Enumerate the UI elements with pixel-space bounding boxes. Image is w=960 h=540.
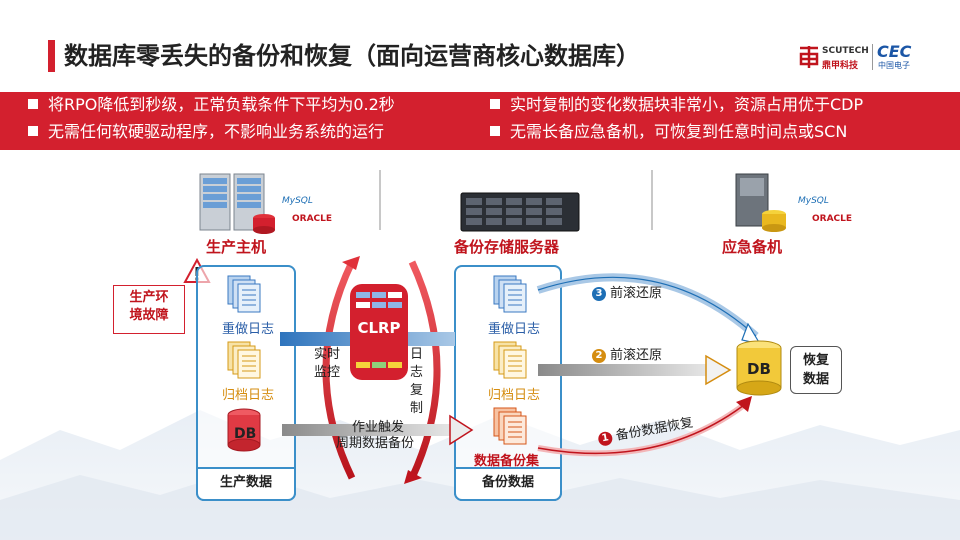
realtime-monitor-label: 实时监控 [314,347,341,380]
production-db-icon [227,408,261,452]
oracle-logo: ORACLE [812,214,853,224]
logo-cec-subtext: 中国电子 [878,61,910,70]
backup-archive-log-icon [493,341,527,379]
clrp-label: CLRP [357,319,401,337]
company-logo: SCUTECH 鼎甲科技 CEC 中国电子 [798,42,918,72]
title-accent-bar [48,40,55,72]
feature-bullet: 将RPO降低到秒级，正常负载条件下平均为0.2秒 [28,94,395,116]
feature-bullet: 无需任何软硬驱动程序，不影响业务系统的运行 [28,121,384,143]
log-copy-label: 日志复制 [410,347,424,416]
mysql-logo: MySQL [798,196,829,206]
logo-cec-text: CEC [877,42,912,61]
page-title: 数据库零丢失的备份和恢复（面向运营商核心数据库） [64,42,640,70]
section-divider [379,170,381,230]
oracle-logo: ORACLE [292,214,333,224]
archive-log-icon [227,341,261,379]
production-data-footer: 生产数据 [196,467,296,501]
restore-db-icon [736,340,782,396]
dingjia-logo-icon [799,46,819,68]
standby-server-icon [735,173,786,232]
feature-band [0,92,960,150]
production-host-label: 生产主机 [206,238,267,256]
production-redo-log-label: 重做日志 [222,322,275,337]
production-archive-log-label: 归档日志 [222,388,275,403]
redo-log-icon [227,275,261,313]
backup-set-label: 数据备份集 [474,454,540,469]
logo-scutech-text: SCUTECH [822,46,869,56]
production-db-label: DB [234,426,257,442]
step-number-badge: 2 [592,349,606,363]
backup-data-footer: 备份数据 [454,467,562,501]
backup-archive-log-label: 归档日志 [488,388,541,403]
step-number-badge: 3 [592,287,606,301]
step-number-badge: 1 [597,430,614,447]
feature-bullet: 无需长备应急备机，可恢复到任意时间点或SCN [490,121,847,143]
production-server-icon [199,173,275,234]
fault-box: 生产环境故障 [113,285,185,334]
backup-redo-log-label: 重做日志 [488,322,541,337]
periodic-backup-label: 周期数据备份 [336,436,415,451]
backup-server-label: 备份存储服务器 [454,238,560,256]
bullet-square-icon [490,126,500,136]
bullet-square-icon [28,126,38,136]
logo-separator [872,44,873,70]
restore-data-box: 恢复数据 [790,346,842,394]
backup-redo-log-icon [493,275,527,313]
standby-host-label: 应急备机 [722,238,783,256]
backup-set-icon [493,407,527,445]
backup-storage-server-icon [460,192,580,232]
trigger-label: 作业触发 [352,420,405,435]
feature-bullet: 实时复制的变化数据块非常小，资源占用优于CDP [490,94,863,116]
bullet-square-icon [490,99,500,109]
restore-db-label: DB [747,360,771,378]
logo-dingjia-text: 鼎甲科技 [822,61,859,71]
section-divider [651,170,653,230]
mysql-logo: MySQL [282,196,313,206]
bullet-square-icon [28,99,38,109]
backup-data-panel: 备份数据 [454,265,562,501]
clrp-engine-icon [350,284,408,380]
